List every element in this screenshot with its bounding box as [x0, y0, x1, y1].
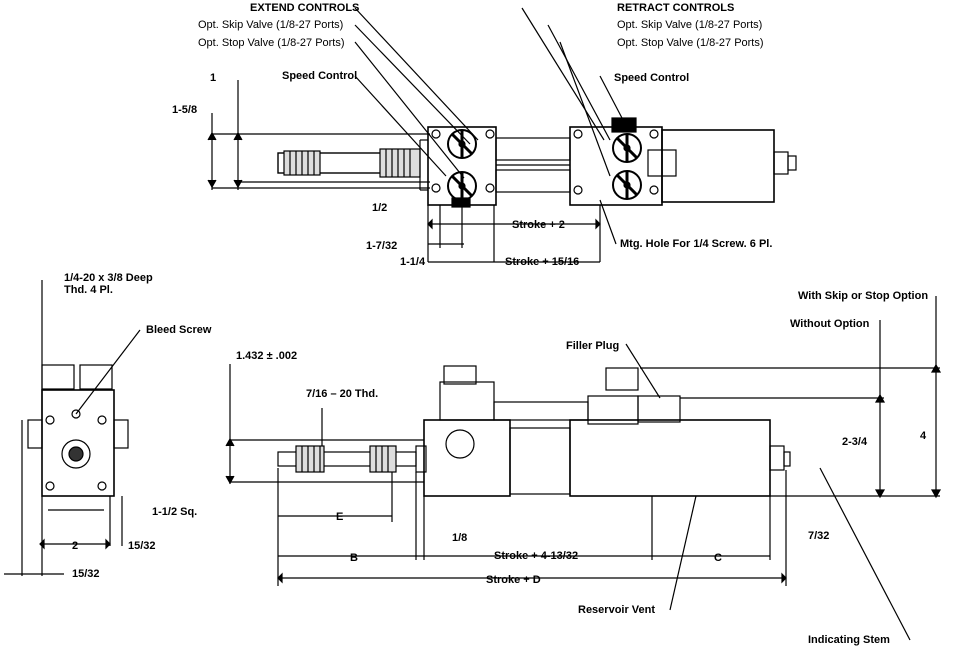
stroke-plus-15-16-label: Stroke + 15/16 [505, 256, 580, 268]
dim-1-2-label: 1/2 [372, 202, 388, 214]
speed-control-left-label: Speed Control [282, 70, 358, 82]
dim-2-3-4-label: 2-3/4 [842, 436, 868, 448]
top-view [207, 7, 797, 263]
mtg-hole-label: Mtg. Hole For 1/4 Screw. 6 Pl. [620, 238, 773, 250]
dim-2-label: 2 [72, 540, 79, 552]
dim-1-432-label: 1.432 ± .002 [236, 350, 298, 362]
reservoir-vent-label: Reservoir Vent [578, 604, 656, 616]
without-option-label: Without Option [790, 318, 870, 330]
extend-skip-valve-label: Opt. Skip Valve (1/8-27 Ports) [198, 19, 344, 31]
dim-1-label: 1 [210, 72, 217, 84]
stroke-plus-4-13-32-label: Stroke + 4-13/32 [494, 550, 579, 562]
retract-controls-label: RETRACT CONTROLS [617, 2, 735, 14]
retract-skip-valve-label: Opt. Skip Valve (1/8-27 Ports) [617, 19, 763, 31]
dim-1-8-label: 1/8 [452, 532, 468, 544]
stroke-plus-2-label: Stroke + 2 [512, 219, 565, 231]
dim-7-32-label: 7/32 [808, 530, 830, 542]
dim-15-32-a-label: 15/32 [128, 540, 156, 552]
dim-C-label: C [714, 552, 722, 564]
extend-stop-valve-label: Opt. Stop Valve (1/8-27 Ports) [198, 37, 345, 49]
dim-1-1-4-label: 1-1/4 [400, 256, 426, 268]
speed-control-right-label: Speed Control [614, 72, 690, 84]
stroke-plus-D-label: Stroke + D [486, 574, 541, 586]
indicating-stem-label: Indicating Stem [808, 634, 890, 646]
bleed-screw-label: Bleed Screw [146, 324, 212, 336]
dim-1-7-32-label: 1-7/32 [366, 240, 398, 252]
side-view [225, 296, 942, 641]
dim-E-label: E [336, 511, 344, 523]
thread-holes-label-2: Thd. 4 Pl. [64, 284, 113, 296]
extend-controls-label: EXTEND CONTROLS [250, 2, 360, 14]
end-view [4, 280, 141, 576]
dim-1-5-8-label: 1-5/8 [172, 104, 198, 116]
thread-7-16-label: 7/16 – 20 Thd. [306, 388, 379, 400]
filler-plug-label: Filler Plug [566, 340, 620, 352]
dim-B-label: B [350, 552, 358, 564]
thread-holes-label-1: 1/4-20 x 3/8 Deep [64, 272, 153, 284]
retract-stop-valve-label: Opt. Stop Valve (1/8-27 Ports) [617, 37, 764, 49]
with-skip-stop-label: With Skip or Stop Option [798, 290, 929, 302]
dim-4-label: 4 [920, 430, 927, 442]
dim-15-32-b-label: 15/32 [72, 568, 100, 580]
dim-1-1-2-sq-label: 1-1/2 Sq. [152, 506, 198, 518]
